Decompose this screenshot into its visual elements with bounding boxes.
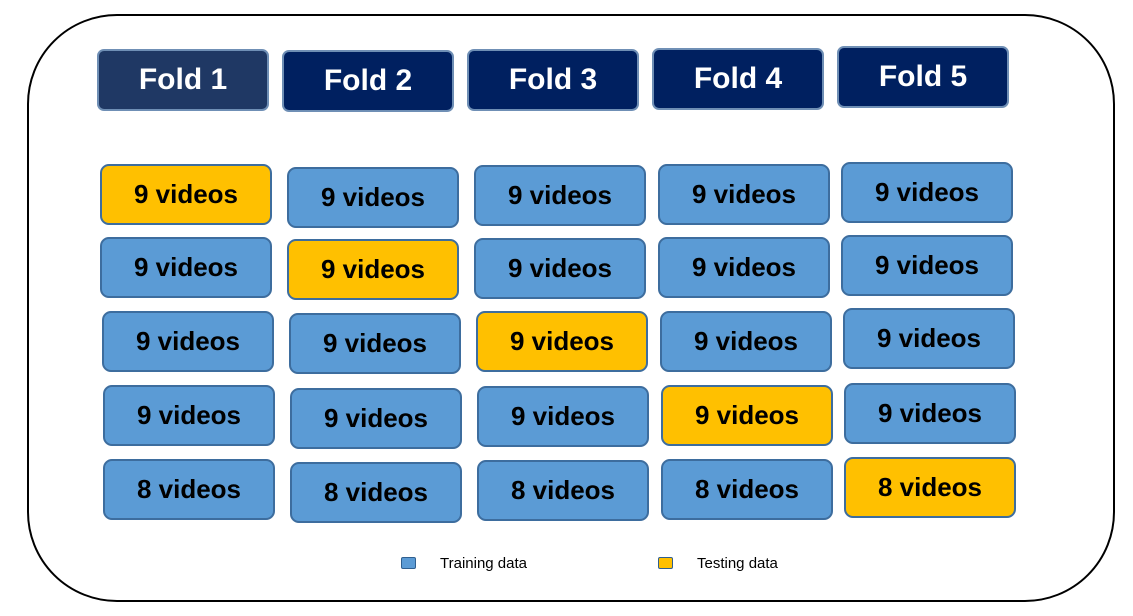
fold-2-subset-5: 8 videos [290,462,462,523]
fold-4-header: Fold 4 [652,48,824,110]
fold-5-subset-2: 9 videos [841,235,1013,296]
fold-1-subset-1: 9 videos [100,164,272,225]
legend-testing-label: Testing data [697,555,778,572]
fold-2-header: Fold 2 [282,50,454,112]
legend-training-swatch [401,557,416,569]
fold-4-subset-2: 9 videos [658,237,830,298]
fold-2-subset-2: 9 videos [287,239,459,300]
legend-testing-swatch [658,557,673,569]
fold-4-subset-3: 9 videos [660,311,832,372]
fold-4-subset-5: 8 videos [661,459,833,520]
fold-4-subset-1: 9 videos [658,164,830,225]
fold-1-header: Fold 1 [97,49,269,111]
fold-1-subset-2: 9 videos [100,237,272,298]
fold-3-subset-2: 9 videos [474,238,646,299]
fold-5-subset-4: 9 videos [844,383,1016,444]
fold-3-subset-4: 9 videos [477,386,649,447]
fold-5-subset-1: 9 videos [841,162,1013,223]
fold-2-subset-4: 9 videos [290,388,462,449]
fold-2-subset-3: 9 videos [289,313,461,374]
fold-3-subset-1: 9 videos [474,165,646,226]
fold-5-header: Fold 5 [837,46,1009,108]
fold-3-header: Fold 3 [467,49,639,111]
fold-3-subset-3: 9 videos [476,311,648,372]
fold-2-subset-1: 9 videos [287,167,459,228]
fold-3-subset-5: 8 videos [477,460,649,521]
fold-5-subset-5: 8 videos [844,457,1016,518]
fold-5-subset-3: 9 videos [843,308,1015,369]
fold-1-subset-3: 9 videos [102,311,274,372]
legend-training-label: Training data [440,555,527,572]
fold-1-subset-4: 9 videos [103,385,275,446]
fold-4-subset-4: 9 videos [661,385,833,446]
fold-1-subset-5: 8 videos [103,459,275,520]
